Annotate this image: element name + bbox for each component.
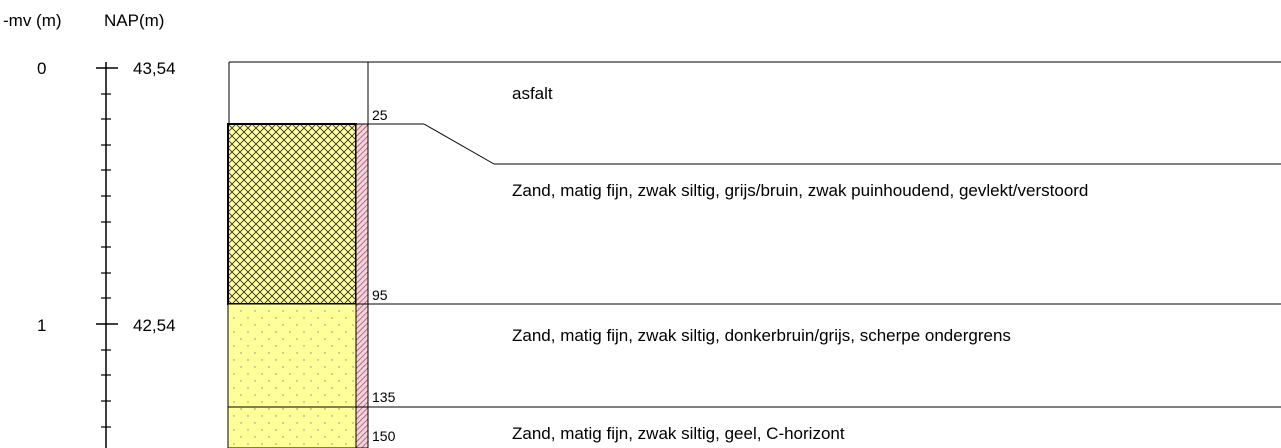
layer-bottom-label-4: 150 bbox=[372, 428, 396, 444]
layer-bottom-label-1: 25 bbox=[372, 107, 388, 123]
layer-asfalt bbox=[228, 61, 1281, 165]
nap-label-1: 42,54 bbox=[133, 316, 176, 335]
mv-label-0: 0 bbox=[37, 59, 47, 78]
layer-bottom-label-3: 135 bbox=[372, 389, 396, 405]
layer-description-4: Zand, matig fijn, zwak siltig, geel, C-h… bbox=[512, 424, 845, 443]
nap-header: NAP(m) bbox=[104, 11, 165, 30]
depth-scale bbox=[96, 62, 118, 448]
mv-header: -mv (m) bbox=[3, 11, 62, 30]
layer-bottom-label-2: 95 bbox=[372, 287, 388, 303]
nap-label-0: 43,54 bbox=[133, 59, 176, 78]
mv-label-1: 1 bbox=[37, 316, 47, 335]
layer-crosshatch bbox=[227, 123, 369, 305]
layer-sand-2 bbox=[227, 406, 1281, 448]
layer-sand-1 bbox=[227, 303, 1281, 408]
layer-description-2: Zand, matig fijn, zwak siltig, grijs/bru… bbox=[512, 181, 1089, 200]
layer-description-1: asfalt bbox=[512, 84, 553, 103]
layer-description-3: Zand, matig fijn, zwak siltig, donkerbru… bbox=[512, 326, 1011, 345]
